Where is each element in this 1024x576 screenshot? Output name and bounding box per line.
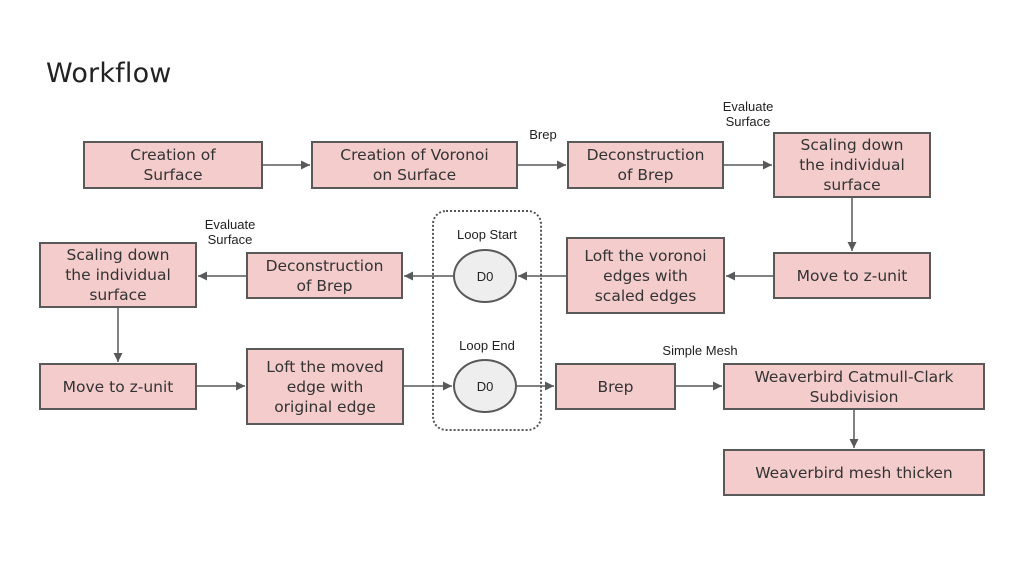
label-brep: Brep: [529, 127, 557, 142]
box-loft-moved-edge: Loft the moved edge with original edge: [246, 348, 404, 425]
loop-group-boundary: [432, 210, 542, 431]
box-deconstruction-of-brep-1: Deconstruction of Brep: [567, 141, 724, 189]
node-loop-start: D0: [453, 249, 517, 303]
box-move-to-z-unit-2: Move to z-unit: [39, 363, 197, 410]
box-weaverbird-mesh-thicken: Weaverbird mesh thicken: [723, 449, 985, 496]
label-evaluate-surface-2: Evaluate Surface: [204, 217, 256, 247]
box-deconstruction-of-brep-2: Deconstruction of Brep: [246, 252, 403, 299]
label-simple-mesh: Simple Mesh: [662, 343, 738, 358]
box-creation-of-voronoi: Creation of Voronoi on Surface: [311, 141, 518, 189]
label-evaluate-surface-1: Evaluate Surface: [722, 99, 774, 129]
node-loop-end: D0: [453, 359, 517, 413]
box-scaling-down-2: Scaling down the individual surface: [39, 242, 197, 308]
box-move-to-z-unit-1: Move to z-unit: [773, 252, 931, 299]
box-brep: Brep: [555, 363, 676, 410]
box-weaverbird-catmull-clark: Weaverbird Catmull-Clark Subdivision: [723, 363, 985, 410]
box-loft-voronoi-edges: Loft the voronoi edges with scaled edges: [566, 237, 725, 314]
label-loop-start: Loop Start: [457, 227, 517, 242]
box-creation-of-surface: Creation of Surface: [83, 141, 263, 189]
label-loop-end: Loop End: [459, 338, 515, 353]
box-scaling-down-1: Scaling down the individual surface: [773, 132, 931, 198]
page-title: Workflow: [46, 58, 172, 89]
